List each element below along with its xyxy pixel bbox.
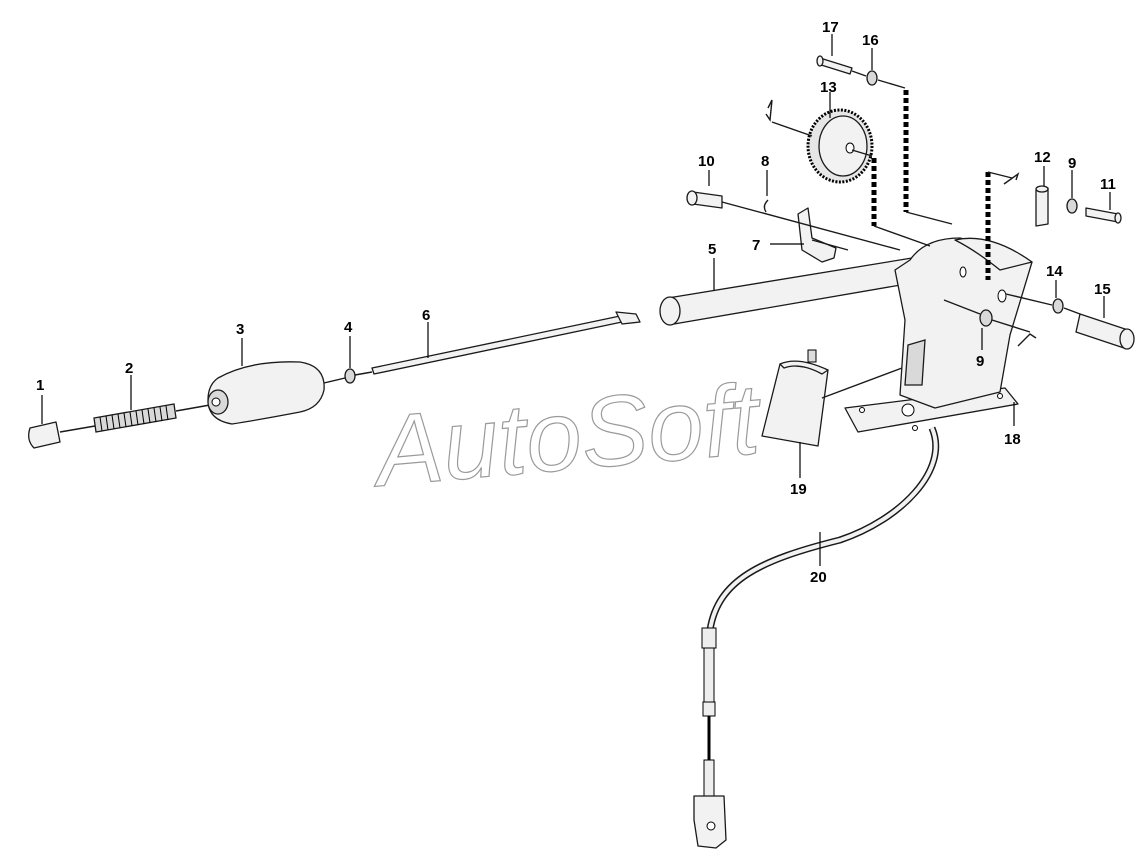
callout-4: 4 [344,319,353,336]
callout-5: 5 [708,241,716,258]
callout-3: 3 [236,321,244,338]
part-9-washer-lower [943,299,1037,347]
part-12-spacer [1003,172,1049,227]
part-5-lever-tube [659,257,919,326]
part-11-pin [1085,207,1122,224]
part-20-brake-cable [693,426,940,849]
callout-labels: 1 2 3 4 6 5 7 8 10 13 17 16 12 9 11 14 1… [36,19,1116,586]
part-4-washer [344,368,373,384]
part-2-spring [93,403,211,433]
callout-6: 6 [422,307,430,324]
callout-14: 14 [1046,263,1063,280]
callout-13: 13 [820,79,837,96]
callout-17: 17 [822,19,839,36]
part-1-end-cap [28,421,96,449]
part-7-pawl [797,207,849,263]
part-8-clip [763,199,769,213]
part-15-shaft-pin [1075,313,1135,350]
callout-15: 15 [1094,281,1111,298]
part-10-pivot-pin [686,190,901,251]
part-18-bracket-housing [844,237,1033,433]
part-13-ratchet-gear [765,99,874,184]
part-6-release-rod [371,311,641,375]
leader-lines [41,34,1111,566]
callout-19: 19 [790,481,807,498]
callout-7: 7 [752,237,760,254]
part-16-washer [851,70,906,89]
part-9-washer-upper [1066,198,1078,214]
part-19-switch [761,349,903,447]
part-14-washer [1005,293,1081,315]
callout-20: 20 [810,569,827,586]
part-3-handle-grip [207,361,346,425]
callout-9-lower: 9 [976,353,984,370]
callout-9-upper: 9 [1068,155,1076,172]
callout-16: 16 [862,32,879,49]
callout-8: 8 [761,153,769,170]
watermark-text: AutoSoft [366,363,767,509]
part-17-bolt [816,55,853,75]
callout-12: 12 [1034,149,1051,166]
callout-18: 18 [1004,431,1021,448]
callout-2: 2 [125,360,133,377]
callout-1: 1 [36,377,44,394]
callout-11: 11 [1100,176,1116,193]
callout-10: 10 [698,153,715,170]
